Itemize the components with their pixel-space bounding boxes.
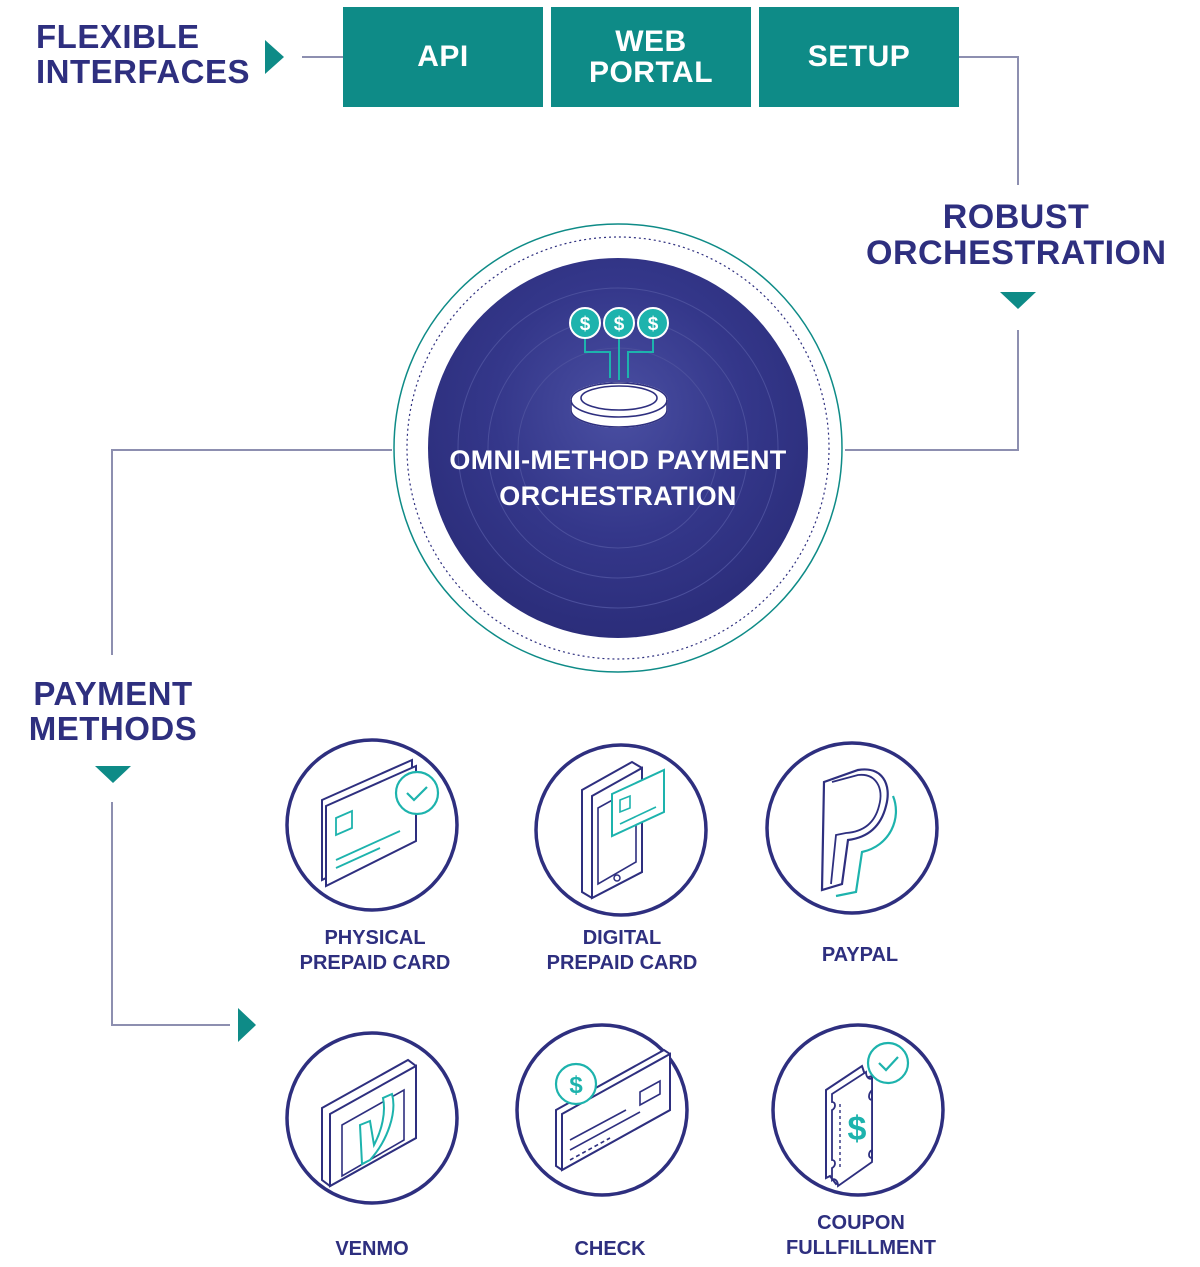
center-title: OMNI-METHOD PAYMENT ORCHESTRATION bbox=[449, 445, 787, 512]
coupon-icon: $ bbox=[825, 1041, 910, 1188]
flexible-interfaces-heading: FLEXIBLE INTERFACES bbox=[36, 18, 251, 90]
center-hub bbox=[393, 223, 843, 673]
method-label-digital: DIGITAL PREPAID CARD bbox=[546, 927, 698, 974]
interface-setup: SETUP bbox=[759, 7, 959, 107]
venmo-icon bbox=[321, 1058, 417, 1188]
method-label-paypal: PAYPAL bbox=[821, 944, 899, 966]
robust-orchestration-heading: ROBUST ORCHESTRATION bbox=[866, 198, 1167, 272]
payment-arrow-icon bbox=[95, 766, 131, 783]
svg-text:$: $ bbox=[614, 314, 625, 335]
methods-arrow-icon bbox=[238, 1008, 256, 1042]
svg-text:$: $ bbox=[580, 314, 591, 335]
robust-arrow-icon bbox=[1000, 292, 1036, 309]
interface-web-portal: WEB PORTAL bbox=[551, 7, 751, 107]
payment-methods-heading: PAYMENT METHODS bbox=[28, 675, 198, 747]
physical-card-icon bbox=[321, 758, 440, 888]
coins-dollar-icon: $ $ $ bbox=[569, 307, 669, 428]
svg-text:$: $ bbox=[648, 314, 659, 335]
method-label-physical: PHYSICAL PREPAID CARD bbox=[299, 927, 451, 974]
connector-lines bbox=[111, 56, 1019, 1026]
check-icon: $ bbox=[554, 1048, 671, 1172]
svg-text:$: $ bbox=[569, 1072, 583, 1099]
paypal-icon bbox=[820, 768, 898, 898]
method-label-coupon: COUPON FULLFILLMENT bbox=[786, 1212, 936, 1259]
method-label-venmo: VENMO bbox=[335, 1238, 409, 1260]
svg-text:$: $ bbox=[848, 1110, 867, 1148]
method-label-check: CHECK bbox=[574, 1238, 646, 1260]
flexible-arrow-icon bbox=[265, 40, 284, 74]
interface-api: API bbox=[343, 7, 543, 107]
digital-card-icon bbox=[581, 760, 665, 900]
